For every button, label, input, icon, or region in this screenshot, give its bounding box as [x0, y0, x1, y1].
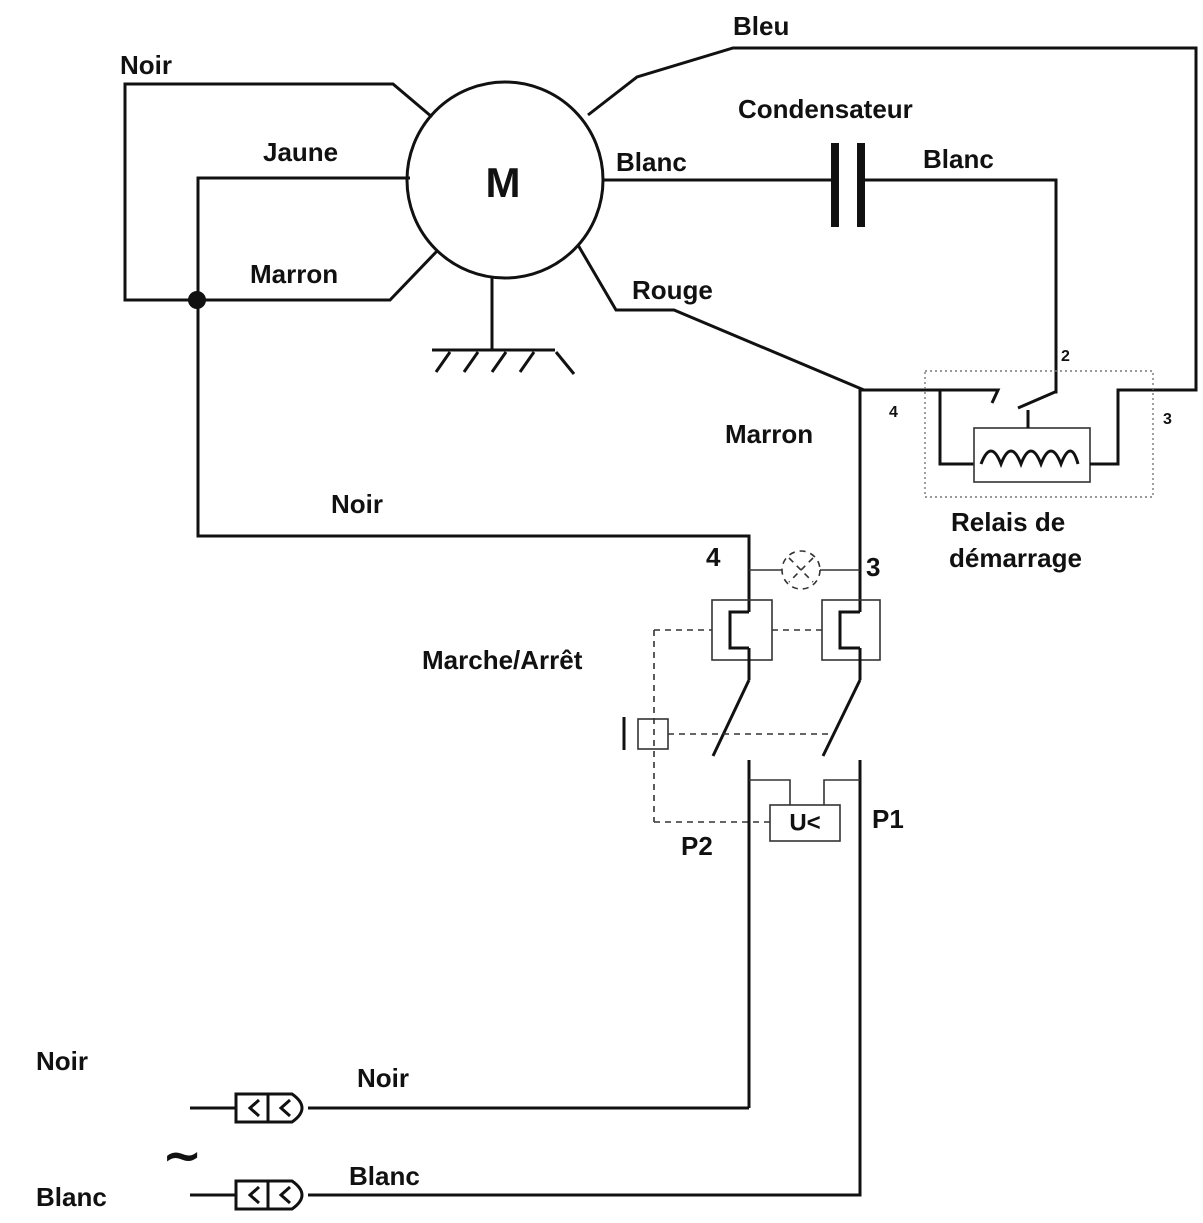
- label-noir-top: Noir: [120, 50, 172, 80]
- label-noir-plug: Noir: [357, 1063, 409, 1093]
- relay-terminal-4: 4: [889, 404, 898, 421]
- label-relais-line1: Relais de: [951, 507, 1065, 537]
- motor: M: [405, 80, 605, 280]
- label-condensateur: Condensateur: [738, 94, 913, 124]
- on-off-switch: U<: [622, 536, 881, 1108]
- wire-marron-relay: [858, 388, 920, 555]
- switch-terminal-3: 3: [866, 552, 880, 582]
- label-marron-motor: Marron: [250, 259, 338, 289]
- relay-terminal-3: 3: [1163, 411, 1172, 428]
- label-blanc-plug: Blanc: [349, 1161, 420, 1191]
- wire-noir-top: [123, 82, 433, 302]
- junction-dot: [188, 291, 206, 309]
- relay-terminal-2: 2: [1061, 348, 1070, 365]
- label-blanc-relay: Blanc: [923, 144, 994, 174]
- label-bleu: Bleu: [733, 11, 789, 41]
- plug-noir: [190, 1092, 304, 1124]
- label-blanc-motor: Blanc: [616, 147, 687, 177]
- wire-rouge: [576, 244, 940, 392]
- label-p2: P2: [681, 831, 713, 861]
- wire-jaune: [196, 176, 751, 580]
- plug-blanc: [190, 1179, 304, 1211]
- label-relais-line2: démarrage: [949, 543, 1082, 573]
- label-tilde: ~: [162, 1128, 202, 1184]
- label-marron-relay: Marron: [725, 419, 813, 449]
- label-jaune: Jaune: [263, 137, 338, 167]
- capacitor-symbol: [831, 143, 865, 227]
- start-relay: [924, 370, 1154, 498]
- switch-terminal-4: 4: [706, 542, 721, 572]
- wire-blanc-relay: [864, 178, 1058, 410]
- motor-symbol: M: [486, 159, 521, 206]
- label-marche-arret: Marche/Arrêt: [422, 645, 583, 675]
- ground-symbol: [432, 278, 576, 375]
- label-p1: P1: [872, 804, 904, 834]
- wire-supply-blanc: [308, 860, 862, 1197]
- wire-marron-motor: [198, 248, 440, 302]
- label-supply-blanc: Blanc: [36, 1182, 107, 1212]
- label-rouge: Rouge: [632, 275, 713, 305]
- label-noir-middle: Noir: [331, 489, 383, 519]
- undervoltage-label: U<: [789, 809, 820, 836]
- wire-bleu: [587, 46, 1198, 466]
- label-supply-noir: Noir: [36, 1046, 88, 1076]
